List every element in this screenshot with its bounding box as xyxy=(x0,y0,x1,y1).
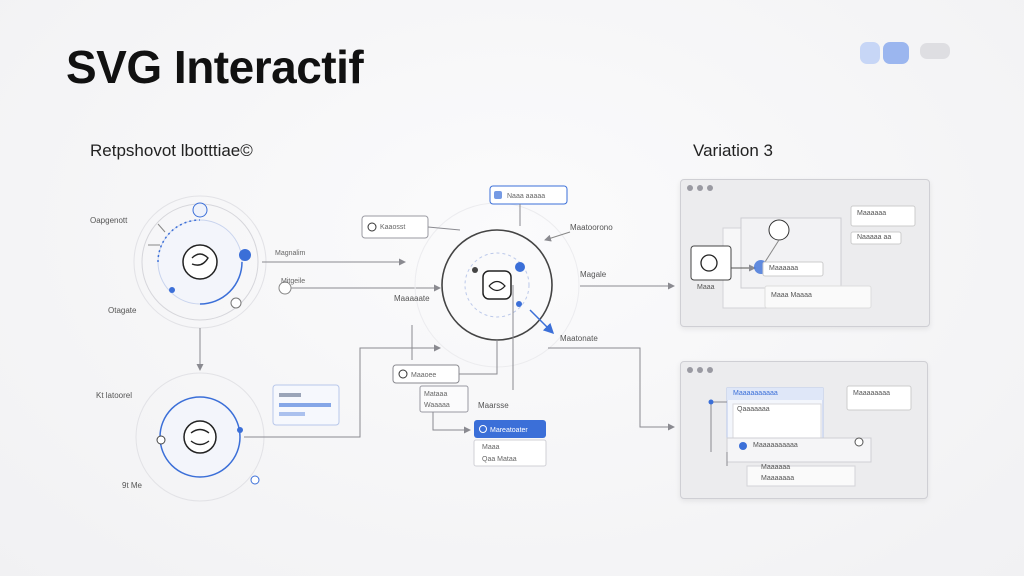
variation-window-top[interactable]: Maaa Maaaaaa Naaaaa aa Maaaaaa Maaa Maaa… xyxy=(680,179,930,327)
variation-bottom-row-2: Maaaaaa xyxy=(761,464,791,471)
variation-bottom-row-3: Maaaaaaa xyxy=(761,475,795,482)
label-mid-left: Otagate xyxy=(108,306,137,315)
label-center-box: Maarsse xyxy=(478,401,509,410)
toggle-pill-right[interactable] xyxy=(920,43,950,59)
svg-text:Mareatoater: Mareatoater xyxy=(490,427,528,434)
label-center-right-3: Maatonate xyxy=(560,334,598,343)
toggle-pill-active[interactable] xyxy=(883,42,909,64)
label-center-right-2: Magale xyxy=(580,270,607,279)
svg-text:Kaaosst: Kaaosst xyxy=(380,224,405,231)
variation-bottom-card-sub: Qaaaaaaa xyxy=(737,406,770,413)
variation-top-label: Maaa xyxy=(697,284,715,291)
dropdown-center-options[interactable]: Maaa Qaa Mataa xyxy=(473,439,547,467)
variation-window-bottom[interactable]: Maaaaaaaaaa Qaaaaaaa Maaaaaaaa Maaaaaaaa… xyxy=(680,361,928,499)
tag-center-top[interactable]: Naaa aaaaa xyxy=(489,185,568,205)
window-controls xyxy=(687,185,713,191)
variation-bottom-card-head: Maaaaaaaaaa xyxy=(733,390,778,397)
node-bottom-left[interactable] xyxy=(135,372,265,502)
variation-top-canvas xyxy=(690,205,916,309)
toggle-pill-left[interactable] xyxy=(860,42,880,64)
card-left-bottom[interactable] xyxy=(272,384,340,426)
node-top-left[interactable] xyxy=(133,195,267,329)
svg-text:Qaa Mataa: Qaa Mataa xyxy=(482,456,517,463)
right-heading: Variation 3 xyxy=(693,141,774,160)
variation-bottom-canvas xyxy=(708,385,912,487)
variation-top-row-2: Maaa Maaaa xyxy=(771,292,812,299)
page-title: SVG Interactif xyxy=(66,41,364,93)
card-center-small[interactable]: Maaoee xyxy=(392,364,460,384)
label-center-right-1: Maatoorono xyxy=(570,223,613,232)
card-center-top[interactable]: Kaaosst xyxy=(361,215,429,239)
variation-bottom-row-1: Maaaaaaaaaa xyxy=(753,442,798,449)
svg-text:Waaaaa: Waaaaa xyxy=(424,402,450,409)
svg-text:Naaa aaaaa: Naaa aaaaa xyxy=(507,193,545,200)
label-top-left: Oapgenott xyxy=(90,216,128,225)
variation-top-card-1: Maaaaaa xyxy=(857,210,887,217)
variation-top-card-2: Naaaaa aa xyxy=(857,234,892,241)
left-heading: Retpshovot lbotttiae© xyxy=(90,141,253,160)
window-controls xyxy=(687,367,713,373)
label-center-below-left: Maaaaate xyxy=(394,294,430,303)
label-bottom-left: Kt latoorel xyxy=(96,391,132,400)
card-center-blue[interactable]: Mareatoater xyxy=(474,420,546,438)
arrow-label-1: Magnalim xyxy=(275,250,306,257)
variation-top-row-1: Maaaaaa xyxy=(769,265,799,272)
arrow-label-2: Mitgeile xyxy=(281,278,305,285)
box-center-values[interactable]: Mataaa Waaaaa xyxy=(419,385,469,413)
variation-bottom-side-card: Maaaaaaaa xyxy=(853,390,890,397)
svg-text:Maaoee: Maaoee xyxy=(411,372,436,379)
label-bottom-low: 9t Me xyxy=(122,481,143,490)
svg-text:Maaa: Maaa xyxy=(482,444,500,451)
svg-text:Mataaa: Mataaa xyxy=(424,391,447,398)
